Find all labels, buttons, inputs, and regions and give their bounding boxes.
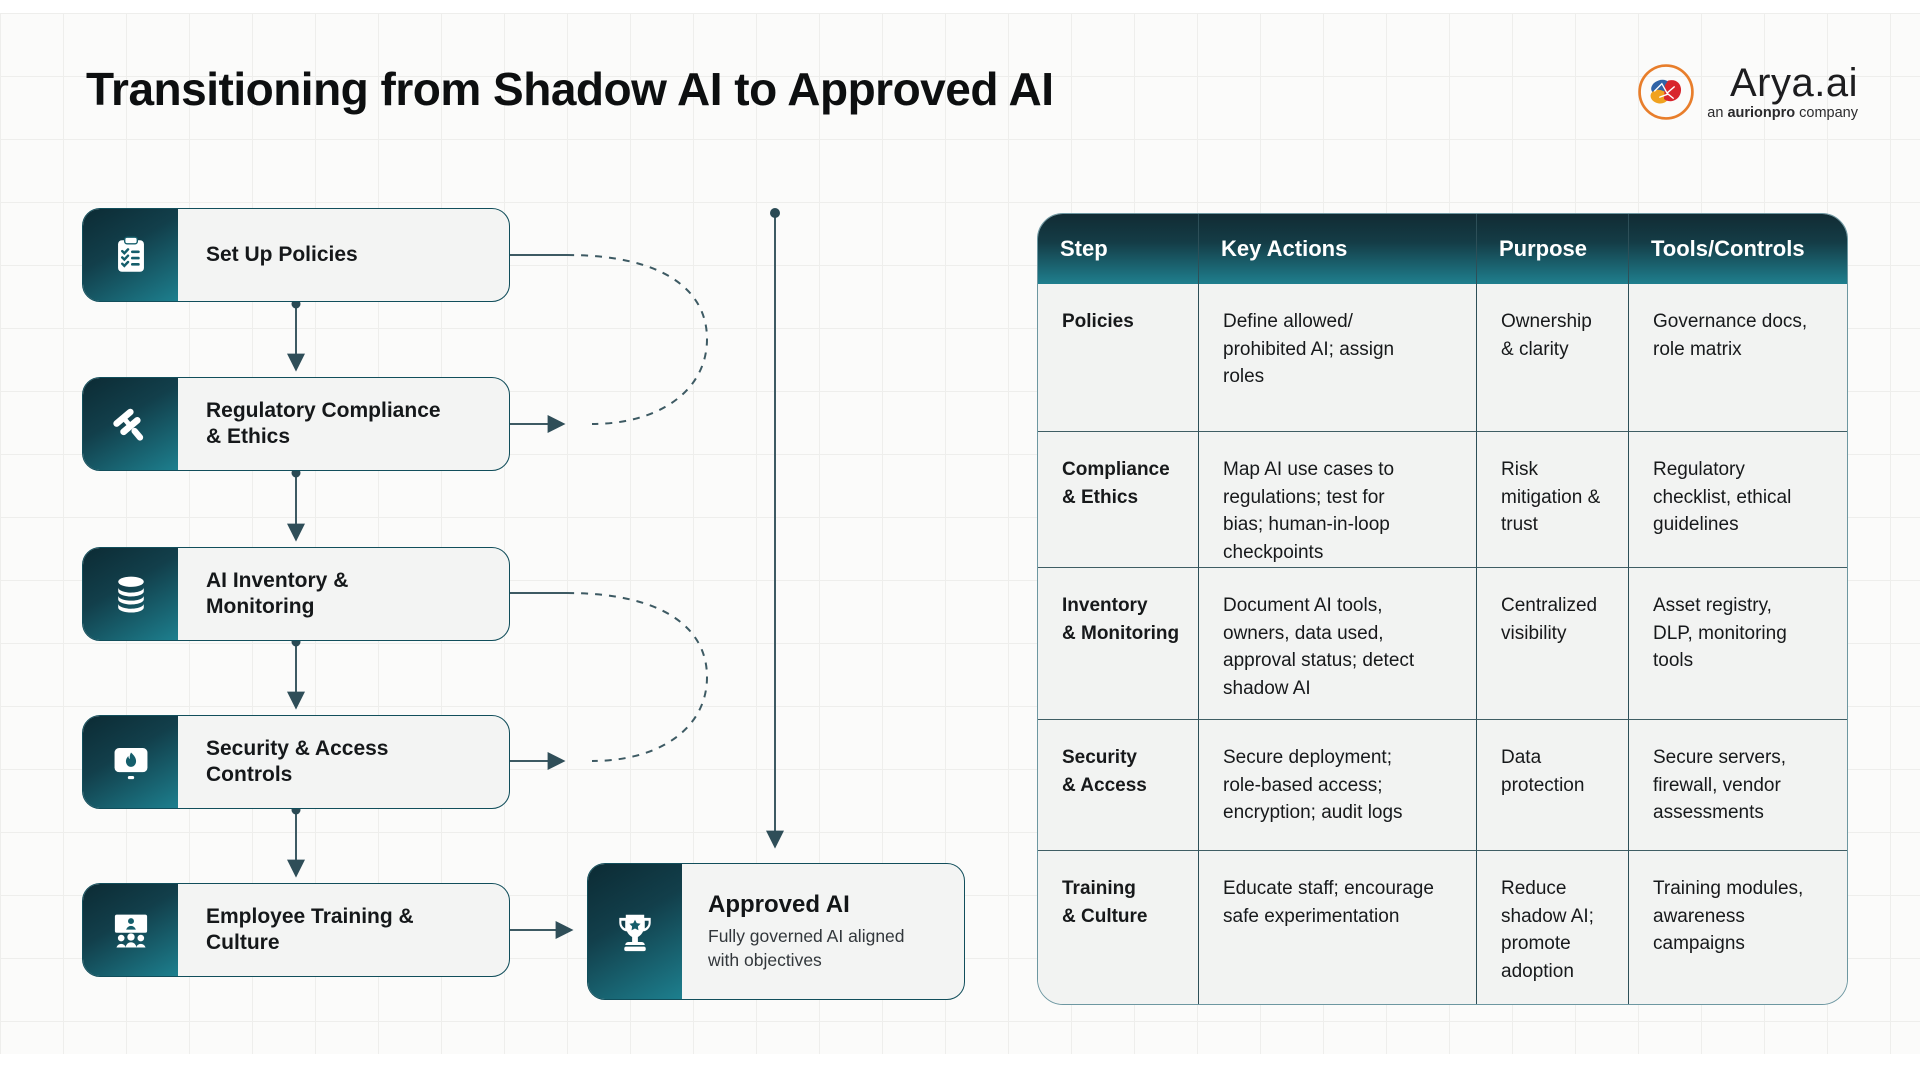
table-header-purpose: Purpose <box>1476 214 1628 284</box>
page-title: Transitioning from Shadow AI to Approved… <box>86 63 1054 115</box>
table-cell: Data protection <box>1476 719 1628 850</box>
table-cell: Map AI use cases to regulations; test fo… <box>1198 431 1476 567</box>
flow-step-inventory: AI Inventory & Monitoring <box>82 547 510 641</box>
table-header-step: Step <box>1038 214 1198 284</box>
flow-step-compliance: Regulatory Compliance & Ethics <box>82 377 510 471</box>
table-cell: Document AI tools, owners, data used, ap… <box>1198 567 1476 719</box>
governance-table: Step Key Actions Purpose Tools/Controls … <box>1037 213 1848 1005</box>
approved-ai-title: Approved AI <box>708 890 850 918</box>
table-cell: Secure servers, firewall, vendor assessm… <box>1628 719 1847 850</box>
table-cell: Security & Access <box>1038 719 1198 850</box>
flow-step-security: Security & Access Controls <box>82 715 510 809</box>
table-header-tools-controls: Tools/Controls <box>1628 214 1847 284</box>
bottom-margin <box>0 1054 1920 1081</box>
top-margin <box>0 0 1920 13</box>
table-cell: Compliance & Ethics <box>1038 431 1198 567</box>
flow-step-policies: Set Up Policies <box>82 208 510 302</box>
approved-ai-box: Approved AI Fully governed AI aligned wi… <box>587 863 965 1000</box>
flow-step-label: Employee Training & Culture <box>206 904 414 954</box>
table-cell: Define allowed/ prohibited AI; assign ro… <box>1198 284 1476 431</box>
table-cell: Governance docs, role matrix <box>1628 284 1847 431</box>
table-cell: Risk mitigation & trust <box>1476 431 1628 567</box>
table-cell: Training modules, awareness campaigns <box>1628 850 1847 1004</box>
table-cell: Educate staff; encourage safe experiment… <box>1198 850 1476 1004</box>
tagline-prefix: an <box>1707 105 1724 121</box>
gavel-icon <box>83 378 178 470</box>
table-cell: Secure deployment; role-based access; en… <box>1198 719 1476 850</box>
table-cell: Policies <box>1038 284 1198 431</box>
flow-step-label: Set Up Policies <box>206 242 358 266</box>
flow-step-label: AI Inventory & Monitoring <box>206 568 349 618</box>
flow-step-training: Employee Training & Culture <box>82 883 510 977</box>
tagline-suffix: company <box>1799 105 1858 121</box>
firewall-monitor-icon <box>83 716 178 808</box>
table-cell: Ownership & clarity <box>1476 284 1628 431</box>
brand-name: Arya.ai <box>1730 61 1858 105</box>
database-icon <box>83 548 178 640</box>
tagline-company: aurionpro <box>1727 105 1796 121</box>
trophy-icon <box>588 864 682 999</box>
table-cell: Reduce shadow AI; promote adoption <box>1476 850 1628 1004</box>
flow-step-label: Security & Access Controls <box>206 736 389 786</box>
approved-ai-text: Approved AI Fully governed AI aligned wi… <box>682 864 964 999</box>
table-cell: Regulatory checklist, ethical guidelines <box>1628 431 1847 567</box>
brain-logo-icon <box>1638 63 1695 120</box>
table-cell: Inventory & Monitoring <box>1038 567 1198 719</box>
table-header-key-actions: Key Actions <box>1198 214 1476 284</box>
table-cell: Training & Culture <box>1038 850 1198 1004</box>
brand-tagline: an aurionpro company <box>1707 105 1858 121</box>
table-cell: Centralized visibility <box>1476 567 1628 719</box>
clipboard-checklist-icon <box>83 209 178 301</box>
brand-logo: Arya.ai an aurionpro company <box>1637 62 1858 121</box>
approved-ai-description: Fully governed AI aligned with objective… <box>708 925 905 970</box>
training-presentation-icon <box>83 884 178 976</box>
flow-step-label: Regulatory Compliance & Ethics <box>206 398 441 448</box>
table-cell: Asset registry, DLP, monitoring tools <box>1628 567 1847 719</box>
flow-connectors <box>287 208 784 939</box>
brand-text: Arya.ai an aurionpro company <box>1707 62 1858 121</box>
